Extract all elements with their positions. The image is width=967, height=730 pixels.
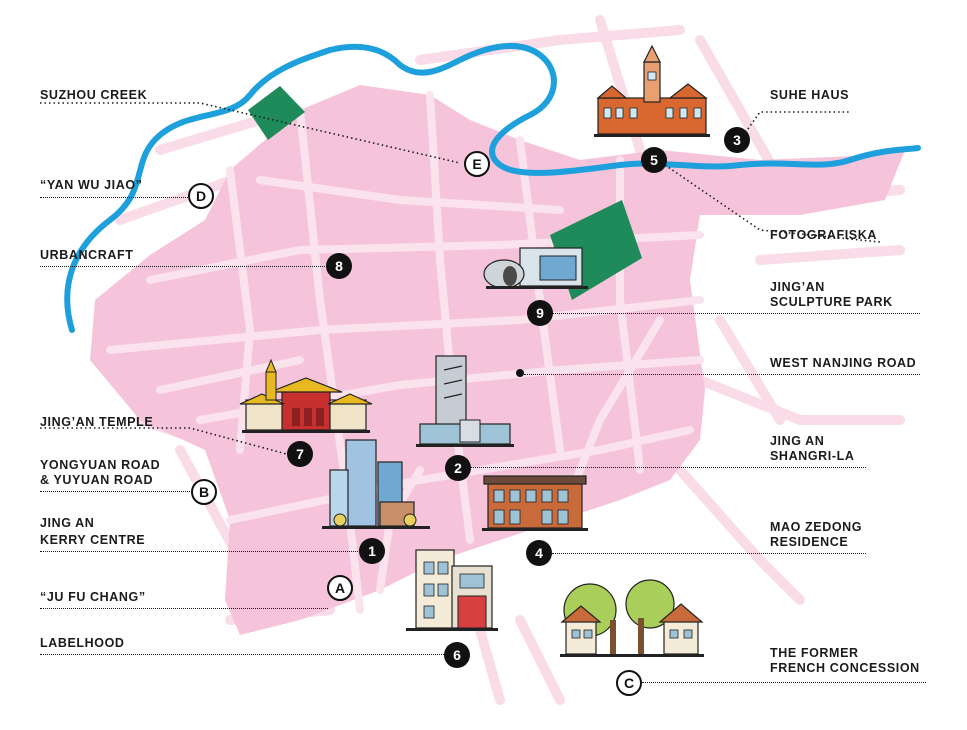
shangrila-building [416,355,514,447]
labelhood-building [406,549,498,631]
label-mao-2: RESIDENCE [770,535,849,549]
label-urbancraft: URBANCRAFT [40,248,134,262]
leader-temple-diag [40,427,291,456]
label-suzhou-creek: SUZHOU CREEK [40,88,148,102]
pin-6[interactable]: 6 [444,642,470,668]
pin-e[interactable]: E [464,151,490,177]
leader-west-nanjing [524,374,920,375]
pin-2[interactable]: 2 [445,455,471,481]
park-north [248,86,305,140]
pin-3[interactable]: 3 [724,127,750,153]
leader-ju-fu-chang [40,608,328,609]
label-yongyuan-1: YONGYUAN ROAD [40,458,161,472]
leader-yan-wu-jiao [40,197,188,198]
label-ffc-2: FRENCH CONCESSION [770,661,920,675]
sculpture-park-gallery [483,247,588,289]
label-labelhood: LABELHOOD [40,636,125,650]
pin-a[interactable]: A [327,575,353,601]
label-kerry-2: KERRY CENTRE [40,533,146,547]
pin-7[interactable]: 7 [287,441,313,467]
leader-ffc [642,682,926,683]
label-yongyuan-2: & YUYUAN ROAD [40,473,154,487]
mao-residence-building [482,475,588,531]
leader-labelhood [40,654,444,655]
leader-mao [552,553,866,554]
label-yan-wu-jiao: “YAN WU JIAO” [40,178,143,192]
pin-b[interactable]: B [191,479,217,505]
pin-5[interactable]: 5 [641,147,667,173]
pin-8[interactable]: 8 [326,253,352,279]
pin-c[interactable]: C [616,670,642,696]
label-ffc-1: THE FORMER [770,646,859,660]
label-fotografiska: FOTOGRAFISKA [770,228,877,242]
french-concession-houses [560,579,704,657]
label-kerry-1: JING AN [40,516,95,530]
pin-4[interactable]: 4 [526,540,552,566]
kerry-centre-building [322,439,430,529]
pin-9[interactable]: 9 [527,300,553,326]
leader-suzhou-creek [40,102,461,164]
jingan-district [90,85,905,635]
leader-yongyuan [40,491,190,492]
suzhou-creek-river [64,42,921,333]
leader-shangrila [470,467,866,468]
leader-sculpture [552,313,920,314]
label-suhe-haus: SUHE HAUS [770,88,850,102]
pin-1[interactable]: 1 [359,538,385,564]
label-sculpture-1: JING’AN [770,280,825,294]
label-jingan-temple: JING’AN TEMPLE [40,415,154,429]
label-ju-fu-chang: “JU FU CHANG” [40,590,146,604]
label-west-nanjing: WEST NANJING ROAD [770,356,917,370]
label-shangrila-1: JING AN [770,434,825,448]
pin-d[interactable]: D [188,183,214,209]
label-sculpture-2: SCULPTURE PARK [770,295,893,309]
label-shangrila-2: SHANGRI-LA [770,449,855,463]
leader-kerry [40,551,358,552]
west-nanjing-dot [516,369,524,377]
jingan-temple-building [239,358,373,433]
suhe-haus-building [594,44,710,137]
label-mao-1: MAO ZEDONG [770,520,863,534]
leader-urbancraft [40,266,325,267]
